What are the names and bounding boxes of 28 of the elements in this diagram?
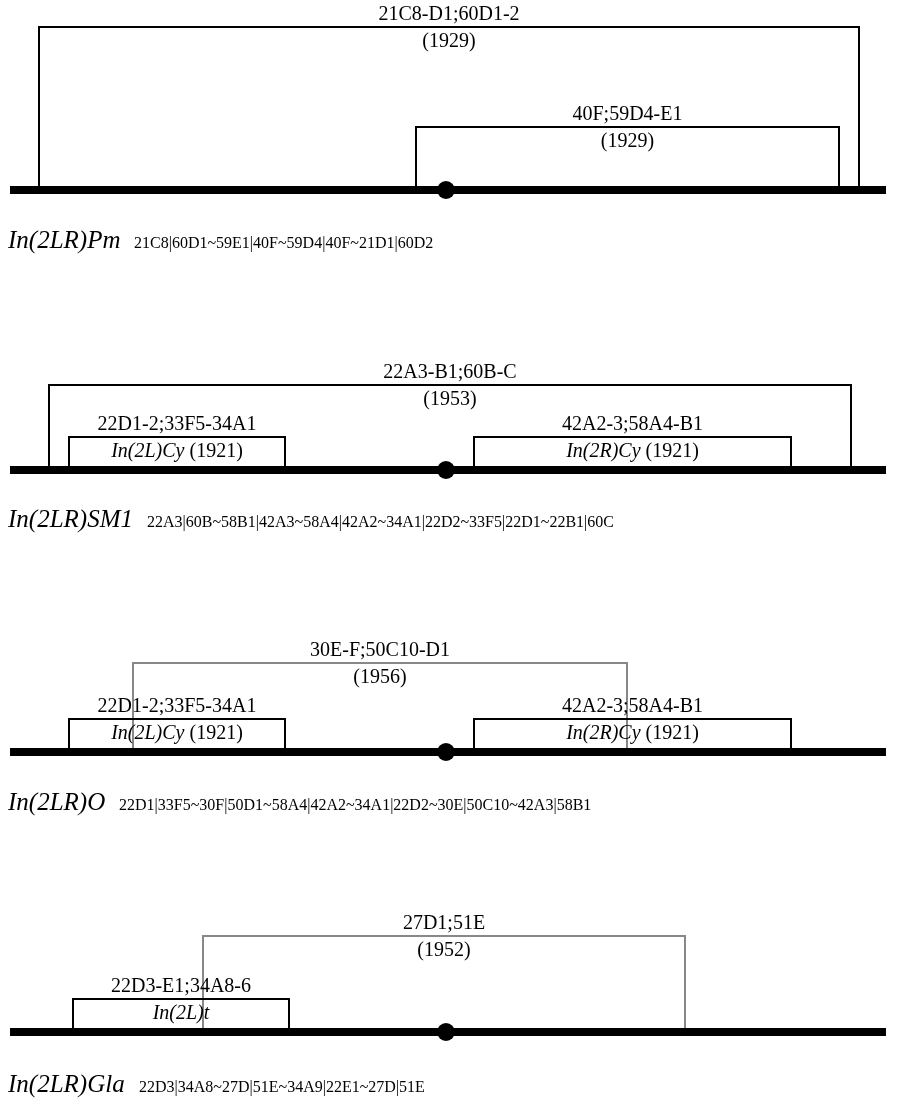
- inversion-label: In(2L)Cy (1921): [111, 721, 243, 743]
- inversion-label: (1929): [422, 29, 476, 51]
- inversion-name: In(2LR)O: [8, 788, 106, 816]
- breakpoint-label: 42A2-3;58A4-B1: [561, 694, 704, 716]
- inversion-label: In(2L)t: [152, 1001, 210, 1023]
- breakpoint-sequence: 22D3|34A8~27D|51E~34A9|22E1~27D|51E: [139, 1078, 425, 1096]
- breakpoint-label: 21C8-D1;60D1-2: [378, 2, 520, 24]
- inversion-name: In(2LR)Gla: [8, 1070, 125, 1098]
- breakpoint-sequence: 22D1|33F5~30F|50D1~58A4|42A2~34A1|22D2~30E|50C10~42A3|58B1: [119, 796, 592, 814]
- breakpoint-label: 30E-F;50C10-D1: [310, 638, 450, 660]
- breakpoint-label: 40F;59D4-E1: [572, 102, 683, 124]
- breakpoint-label: 42A2-3;58A4-B1: [561, 412, 704, 434]
- breakpoint-label: 27D1;51E: [402, 911, 486, 933]
- breakpoint-label: 22D3-E1;34A8-6: [111, 974, 251, 996]
- breakpoint-label: 22D1-2;33F5-34A1: [97, 694, 257, 716]
- inversion-name: In(2LR)Pm: [8, 226, 121, 254]
- inversion-label: (1956): [353, 665, 407, 687]
- inversion-name: In(2LR)SM1: [8, 505, 133, 533]
- breakpoint-label: 22D1-2;33F5-34A1: [97, 412, 257, 434]
- inversion-label: In(2R)Cy (1921): [566, 721, 699, 743]
- inversion-label: In(2R)Cy (1921): [566, 439, 699, 461]
- inversion-label: In(2L)Cy (1921): [111, 439, 243, 461]
- inversion-label: (1953): [423, 387, 477, 409]
- inversion-label: (1952): [417, 938, 471, 960]
- breakpoint-sequence: 21C8|60D1~59E1|40F~59D4|40F~21D1|60D2: [134, 234, 434, 252]
- breakpoint-sequence: 22A3|60B~58B1|42A3~58A4|42A2~34A1|22D2~33F5|22D1~22B1|60C: [147, 513, 614, 531]
- inversion-label: (1929): [600, 129, 655, 151]
- breakpoint-label: 22A3-B1;60B-C: [383, 360, 517, 382]
